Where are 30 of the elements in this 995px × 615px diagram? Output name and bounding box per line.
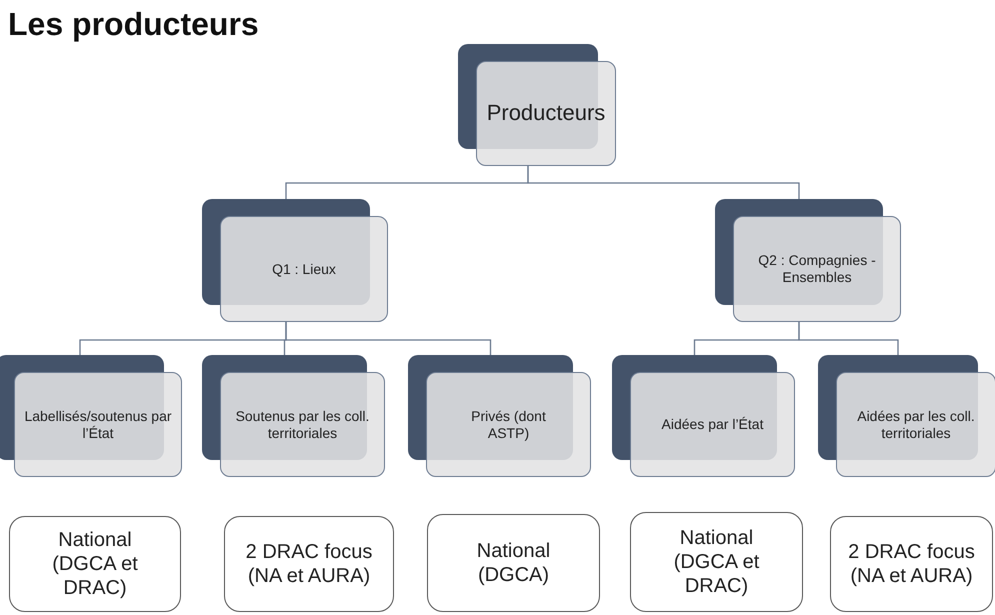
stacked-card bbox=[715, 199, 901, 322]
rounded-box bbox=[9, 516, 181, 612]
box-label: 2 DRAC focus (NA et AURA) bbox=[847, 540, 976, 588]
card-label: Labellisés/soutenus par l’État bbox=[23, 408, 173, 442]
stacked-card bbox=[818, 355, 995, 477]
connector-line bbox=[527, 166, 800, 199]
stacked-card bbox=[202, 199, 388, 322]
stacked-card bbox=[458, 44, 616, 166]
connector-line bbox=[285, 322, 492, 355]
stacked-card bbox=[202, 355, 385, 477]
stacked-card bbox=[408, 355, 591, 477]
box-label: National (DGCA et DRAC) bbox=[51, 528, 139, 600]
connector-line bbox=[798, 322, 899, 355]
card-label: Aidées par l’État bbox=[662, 416, 764, 433]
stacked-card bbox=[612, 355, 795, 477]
card-label: Producteurs bbox=[486, 100, 606, 127]
rounded-box bbox=[427, 514, 600, 612]
card-label: Q2 : Compagnies - Ensembles bbox=[757, 252, 877, 286]
rounded-box bbox=[830, 516, 993, 612]
card-label: Privés (dont ASTP) bbox=[470, 408, 547, 442]
rounded-box bbox=[630, 512, 803, 612]
box-label: National (DGCA et DRAC) bbox=[672, 526, 760, 598]
stacked-card bbox=[0, 355, 182, 477]
page-title: Les producteurs bbox=[8, 6, 259, 43]
box-label: 2 DRAC focus (NA et AURA) bbox=[244, 540, 374, 588]
rounded-box bbox=[224, 516, 394, 612]
box-label: National (DGCA) bbox=[476, 539, 552, 587]
card-label: Aidées par les coll. territoriales bbox=[856, 408, 976, 442]
card-label: Q1 : Lieux bbox=[272, 260, 336, 278]
card-label: Soutenus par les coll. territoriales bbox=[234, 408, 370, 442]
